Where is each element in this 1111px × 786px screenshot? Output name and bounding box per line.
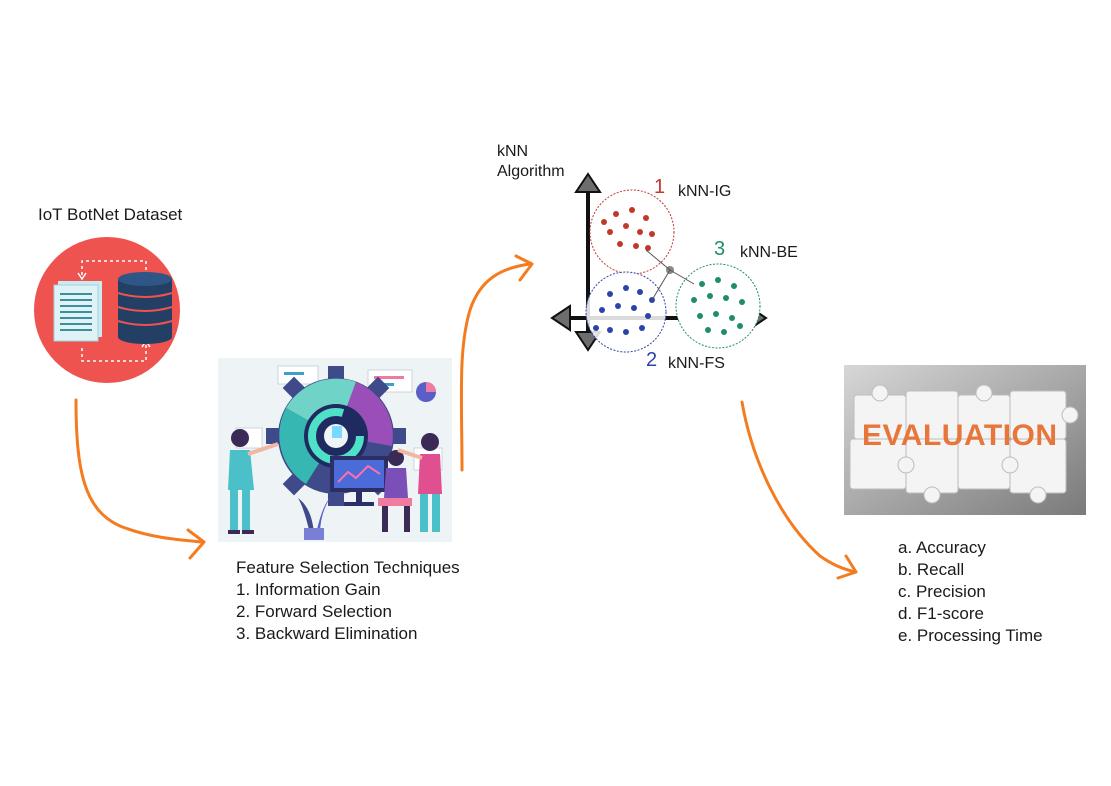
feature-selection-item: 2. Forward Selection	[236, 602, 392, 621]
knn-title-line1: kNN	[497, 143, 529, 160]
feature-selection-item: 3. Backward Elimination	[236, 624, 418, 643]
cluster-fs	[585, 271, 667, 353]
cluster-be	[675, 263, 761, 349]
cluster-number-fs: 2	[646, 349, 658, 371]
cluster-label-ig: kNN-IG	[678, 183, 732, 200]
metric-item: d. F1-score	[898, 604, 984, 623]
metric-item: a. Accuracy	[898, 538, 986, 557]
knn-title-line2: Algorithm	[497, 163, 565, 180]
cluster-label-be: kNN-BE	[740, 244, 798, 261]
axis-arrow-up	[574, 172, 602, 193]
knn-title: kNN Algorithm	[497, 142, 565, 182]
arrowhead-1	[186, 528, 206, 560]
cluster-number-be: 3	[714, 238, 726, 260]
arrowhead-3	[836, 554, 858, 580]
dataset-title: IoT BotNet Dataset	[38, 205, 183, 224]
arrow-features-to-knn	[459, 262, 532, 472]
database-icon	[117, 272, 173, 344]
arrow-dataset-to-features	[74, 398, 204, 544]
axis-arrow-left	[550, 304, 571, 332]
dataset-icon	[34, 237, 180, 383]
cluster-ig	[589, 189, 675, 275]
metric-item: b. Recall	[898, 560, 965, 579]
knn-diagram	[540, 160, 780, 360]
arrowhead-2	[514, 254, 534, 282]
evaluation-banner-text: EVALUATION	[862, 419, 1058, 452]
metric-item: c. Precision	[898, 582, 986, 601]
arrow-knn-to-evaluation	[740, 400, 858, 574]
cluster-label-fs: kNN-FS	[668, 355, 725, 372]
metric-item: e. Processing Time	[898, 626, 1043, 645]
person-left	[228, 429, 279, 534]
cluster-number-ig: 1	[654, 176, 666, 198]
document-icon	[53, 281, 102, 342]
person-right	[397, 433, 442, 532]
feature-selection-title: Feature Selection Techniques	[236, 558, 460, 577]
person-sitting	[378, 450, 412, 532]
feature-selection-item: 1. Information Gain	[236, 580, 381, 599]
feature-selection-illustration	[218, 358, 452, 542]
evaluation-image: EVALUATION	[844, 365, 1086, 515]
